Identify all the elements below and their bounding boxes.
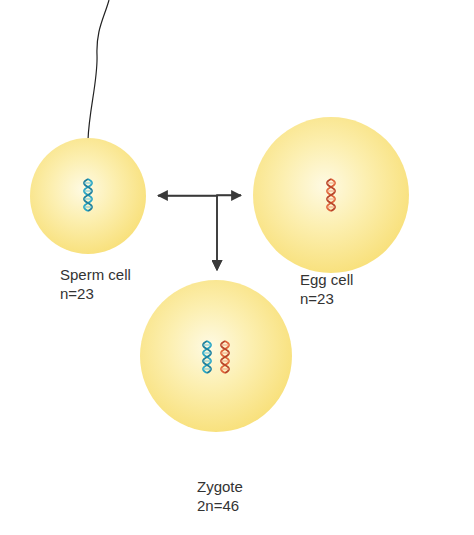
cell-name: Egg cell (300, 270, 353, 289)
dna-helix-blue (203, 341, 211, 373)
cell-name: Zygote (197, 477, 243, 496)
chromosome-count: n=23 (300, 289, 353, 308)
cell-name: Sperm cell (60, 265, 131, 284)
chromosome-count: 2n=46 (197, 496, 243, 515)
fertilization-arrow (217, 195, 241, 270)
sperm-cell: Sperm celln=23 (30, 138, 146, 254)
dna-helix-blue (84, 179, 92, 211)
egg-cell: Egg celln=23 (253, 117, 409, 273)
fertilization-arrow (158, 195, 241, 197)
cell-label: Zygote2n=46 (197, 477, 243, 515)
zygote-cell: Zygote2n=46 (140, 280, 292, 432)
sperm-tail (88, 0, 109, 140)
cell-label: Egg celln=23 (300, 270, 353, 308)
cell-label: Sperm celln=23 (60, 265, 131, 303)
fertilization-arrow (158, 196, 217, 270)
chromosome-count: n=23 (60, 284, 131, 303)
dna-helix-red (327, 179, 335, 211)
dna-helix-red (221, 341, 229, 373)
